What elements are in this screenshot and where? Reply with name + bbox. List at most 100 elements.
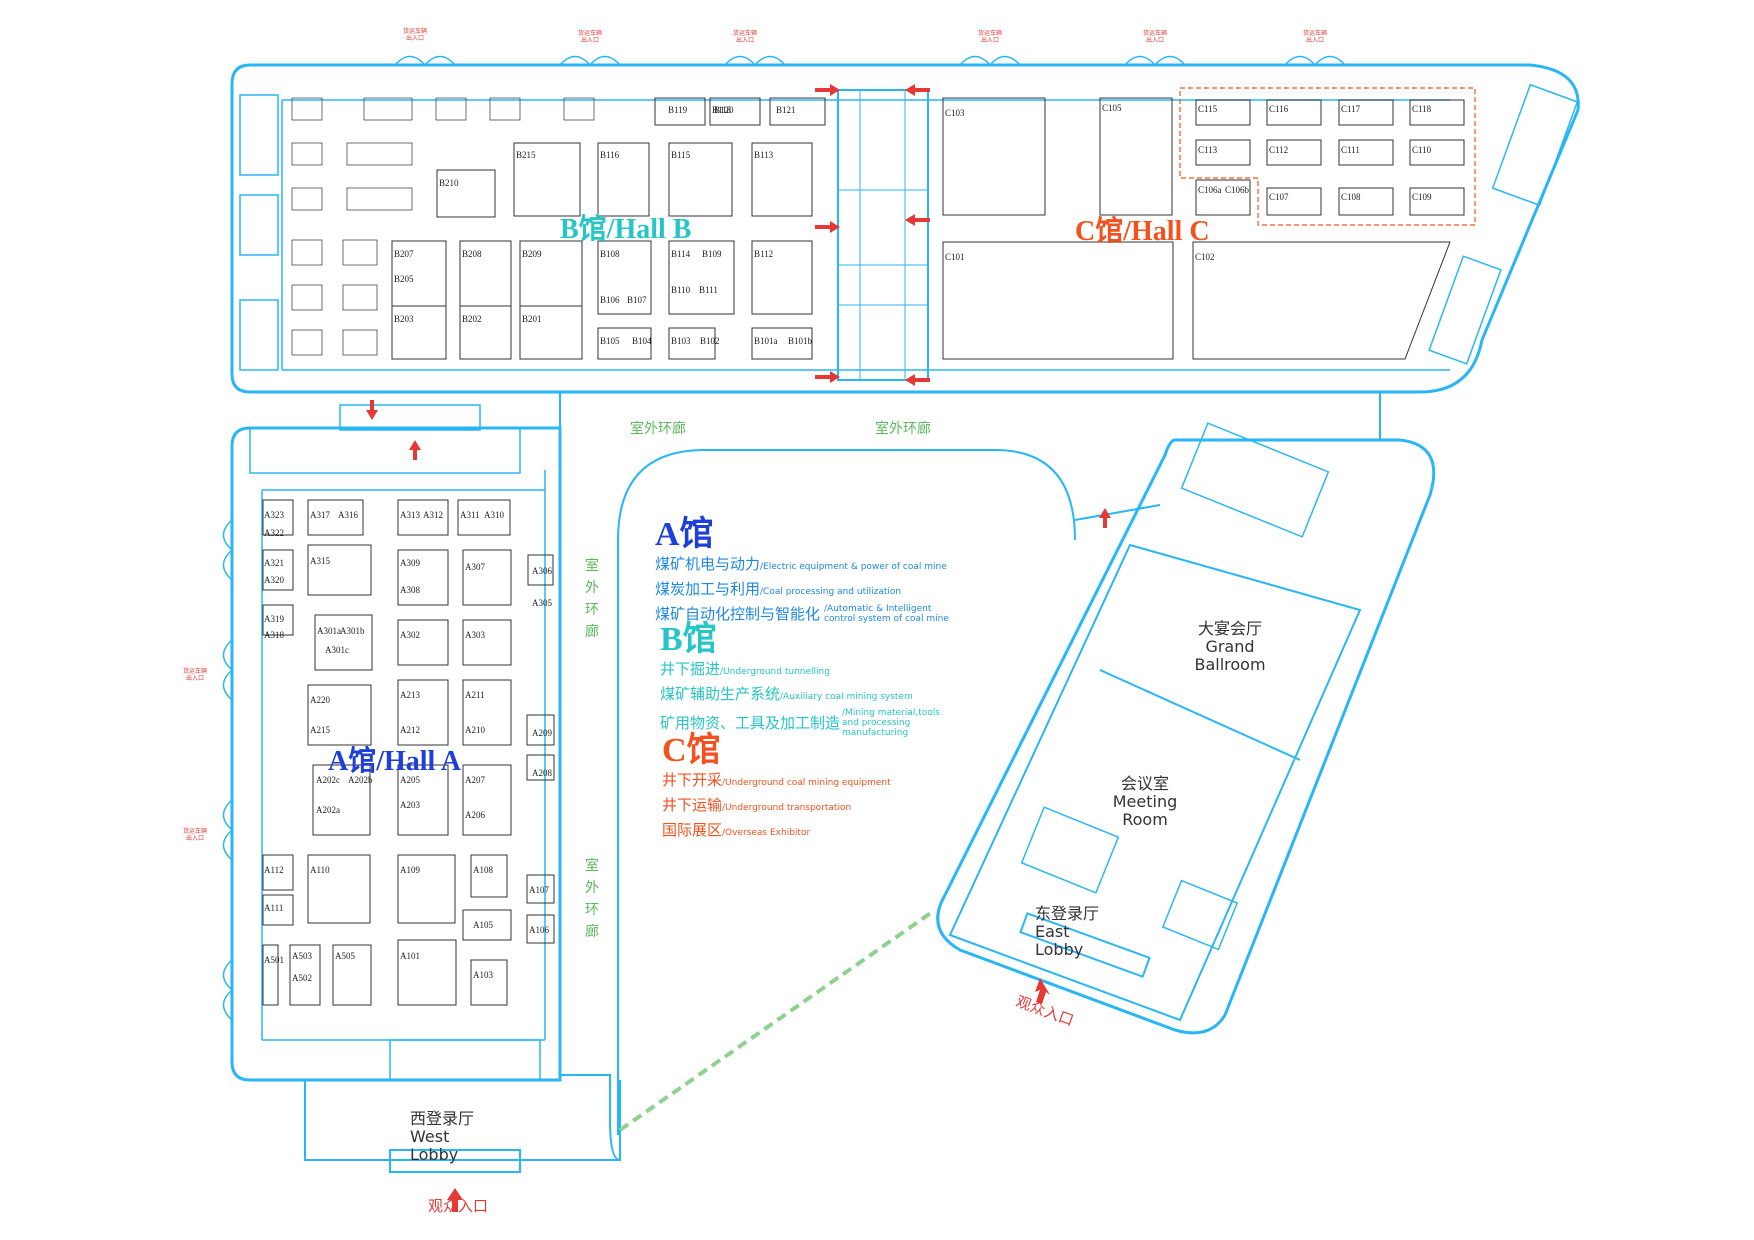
- booth-label-a308: A308: [400, 585, 420, 595]
- booth-label-a205: A205: [400, 775, 420, 785]
- booth-label-b210: B210: [439, 178, 459, 188]
- booth-label-a306: A306: [532, 566, 552, 576]
- west-entrance-arrow: [447, 1188, 463, 1212]
- booth-label-a210: A210: [465, 725, 485, 735]
- vehicle-gate-label: 货运车辆出入口: [182, 668, 207, 682]
- legend-hall-c-item: 井下开采/Underground coal mining equipment: [662, 771, 891, 789]
- booth-label-a106: A106: [529, 925, 549, 935]
- booth-label-a112: A112: [264, 865, 284, 875]
- booth-label-a316: A316: [338, 510, 358, 520]
- west-entrance-label: 观众入口: [428, 1197, 489, 1215]
- legend-hall-a-item: 煤炭加工与利用/Coal processing and utilization: [655, 580, 902, 598]
- outdoor-corridor-vertical-label: 室外环廊: [585, 858, 599, 940]
- vehicle-gate-label: 货运车辆出入口: [402, 28, 427, 42]
- legend-hall-c: C馆 井下开采/Underground coal mining equipmen…: [662, 733, 891, 844]
- booth-label-c107: C107: [1269, 192, 1289, 202]
- booth-label-a110: A110: [310, 865, 330, 875]
- hall-a-doors: [222, 519, 233, 1021]
- booth-label-c110: C110: [1412, 145, 1432, 155]
- booth-label-c109: C109: [1412, 192, 1432, 202]
- booth-label-a208: A208: [532, 768, 552, 778]
- booth-label-a305: A305: [532, 598, 552, 608]
- booth-label-a202c: A202c: [316, 775, 340, 785]
- booth-label-a312: A312: [423, 510, 443, 520]
- booth-label-c118: C118: [1412, 104, 1432, 114]
- booth-label-a301b: A301b: [340, 626, 365, 636]
- booth-label-c111: C111: [1341, 145, 1360, 155]
- booth-label-a220: A220: [310, 695, 330, 705]
- booth-label-c108: C108: [1341, 192, 1361, 202]
- booth-label-a321: A321: [264, 558, 284, 568]
- booth-label-a211: A211: [465, 690, 485, 700]
- booth-label-b103: B103: [671, 336, 691, 346]
- booth-label-a320: A320: [264, 575, 284, 585]
- corridor-structure: [617, 392, 1381, 1135]
- booth-label-a501: A501: [264, 955, 284, 965]
- booth-label-a318: A318: [264, 630, 284, 640]
- legend-hall-c-item: 国际展区/Overseas Exhibitor: [662, 821, 811, 839]
- hall-b-structure: [230, 63, 1580, 394]
- vehicle-gate-label: 货运车辆出入口: [732, 30, 757, 44]
- legend-hall-b-item: 煤矿辅助生产系统/Auxiliary coal mining system: [660, 685, 913, 703]
- outdoor-corridor-label: 室外环廊: [875, 421, 931, 437]
- booth-label-b115: B115: [671, 150, 691, 160]
- vehicle-gate-label: 货运车辆出入口: [977, 30, 1002, 44]
- booth-label-b209: B209: [522, 249, 542, 259]
- outdoor-corridor-vertical-label: 室外环廊: [585, 558, 599, 640]
- hall-b-booths: [391, 97, 826, 360]
- booth-label-a215: A215: [310, 725, 330, 735]
- vehicle-gate-label: 货运车辆出入口: [1302, 30, 1327, 44]
- legend-hall-b-item: 井下掘进/Underground tunnelling: [660, 660, 830, 678]
- booth-label-a203: A203: [400, 800, 420, 810]
- booth-label-c113: C113: [1198, 145, 1218, 155]
- booth-label-a202a: A202a: [316, 805, 340, 815]
- booth-label-a302: A302: [400, 630, 420, 640]
- hall-b-small-booths: [291, 97, 595, 356]
- booth-label-b110: B110: [671, 285, 691, 295]
- booth-label-c105: C105: [1102, 103, 1122, 113]
- booth-label-a207: A207: [465, 775, 485, 785]
- booth-label-b113: B113: [754, 150, 774, 160]
- booth-label-b101a: B101a: [754, 336, 778, 346]
- booth-label-b120: B120: [714, 105, 734, 115]
- hall-b-title: B馆/Hall B: [560, 212, 691, 245]
- booth-label-c115: C115: [1198, 104, 1218, 114]
- booth-label-c117: C117: [1341, 104, 1361, 114]
- legend-hall-a-title: A馆: [655, 516, 714, 553]
- booth-label-c112: C112: [1269, 145, 1288, 155]
- booth-label-b116: B116: [600, 150, 620, 160]
- booth-label-b215: B215: [516, 150, 536, 160]
- booth-label-a322: A322: [264, 528, 284, 538]
- booth-label-c103: C103: [945, 108, 965, 118]
- booth-label-a502: A502: [292, 973, 312, 983]
- booth-label-a310: A310: [484, 510, 504, 520]
- booth-label-b118: B118: [712, 105, 732, 115]
- booth-label-a301c: A301c: [325, 645, 349, 655]
- booth-label-b207: B207: [394, 249, 414, 259]
- hall-b-doors: [394, 55, 1346, 66]
- booth-label-a317: A317: [310, 510, 330, 520]
- booth-label-a319: A319: [264, 614, 284, 624]
- hall-a-booths: [262, 499, 555, 1006]
- vehicle-gate-label: 货运车辆出入口: [1142, 30, 1167, 44]
- booth-label-b109: B109: [702, 249, 722, 259]
- booth-label-a111: A111: [264, 903, 283, 913]
- booth-label-a202b: A202b: [348, 775, 373, 785]
- booth-label-a503: A503: [292, 951, 312, 961]
- booth-label-b111: B111: [699, 285, 718, 295]
- booth-label-a303: A303: [465, 630, 485, 640]
- booth-label-a311: A311: [460, 510, 480, 520]
- booth-label-a309: A309: [400, 558, 420, 568]
- booth-label-c106a: C106a: [1198, 185, 1222, 195]
- overseas-zone-outline: [1179, 87, 1476, 226]
- vehicle-gate-label: 货运车辆出入口: [182, 828, 207, 842]
- booth-label-b208: B208: [462, 249, 482, 259]
- booth-label-a209: A209: [532, 728, 552, 738]
- booth-label-a323: A323: [264, 510, 284, 520]
- booth-label-b108: B108: [600, 249, 620, 259]
- booth-label-a212: A212: [400, 725, 420, 735]
